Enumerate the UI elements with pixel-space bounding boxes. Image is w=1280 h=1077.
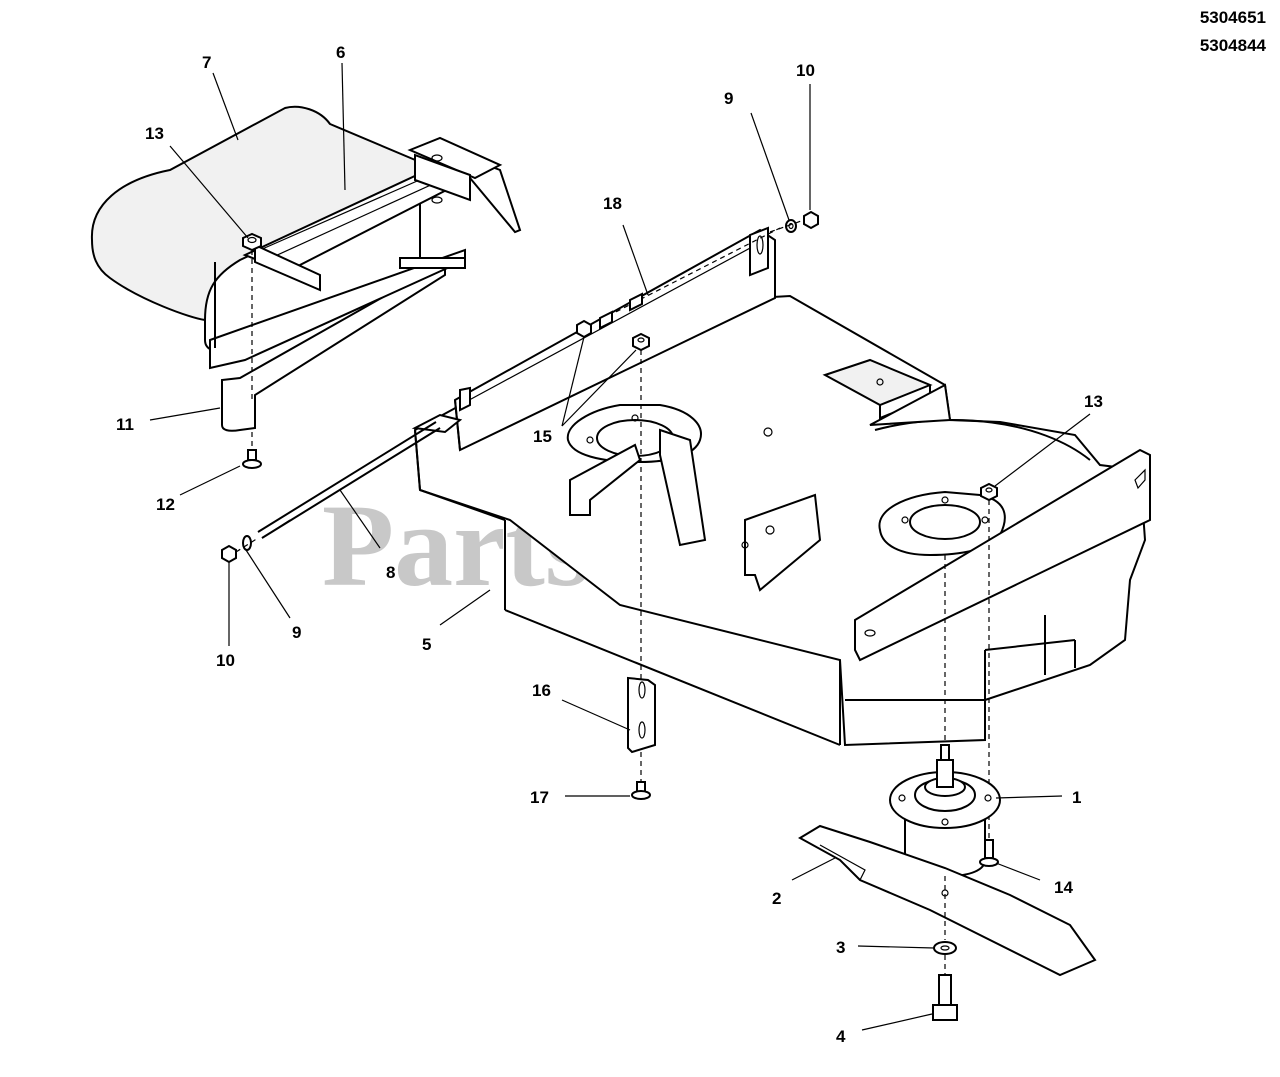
callout-18: 18 xyxy=(603,194,622,213)
discharge-chute-7[interactable] xyxy=(90,105,421,322)
screw-12[interactable] xyxy=(242,449,262,469)
callout-13-left: 13 xyxy=(145,124,164,143)
callout-1: 1 xyxy=(1072,788,1081,807)
chute-bracket-11[interactable] xyxy=(221,260,446,432)
callout-9-bottom: 9 xyxy=(292,623,301,642)
callout-7: 7 xyxy=(202,53,211,72)
nut-13-right[interactable] xyxy=(980,482,998,502)
nut-10-right[interactable] xyxy=(803,210,819,230)
mounting-bracket-18[interactable] xyxy=(411,226,781,452)
blade-washer-3[interactable] xyxy=(933,941,957,955)
screw-17[interactable] xyxy=(631,781,651,800)
nut-15-b[interactable] xyxy=(632,332,650,352)
blade-2[interactable] xyxy=(797,824,1097,977)
callout-10-top: 10 xyxy=(796,61,815,80)
nut-15-a[interactable] xyxy=(576,319,592,339)
callout-3: 3 xyxy=(836,938,845,957)
leader-lines xyxy=(149,62,1091,1031)
screw-14[interactable] xyxy=(979,839,999,867)
callout-15: 15 xyxy=(533,427,552,446)
nut-10-left[interactable] xyxy=(221,544,237,564)
callout-16: 16 xyxy=(532,681,551,700)
callout-13-right: 13 xyxy=(1084,392,1103,411)
discharge-chute-group xyxy=(90,105,522,469)
callout-9-top: 9 xyxy=(724,89,733,108)
callout-2: 2 xyxy=(772,889,781,908)
part-number-2: 5304844 xyxy=(1199,36,1266,55)
callout-8: 8 xyxy=(386,563,395,582)
part-number-1: 5304651 xyxy=(1199,8,1266,27)
callout-14: 14 xyxy=(1054,878,1073,897)
callout-4: 4 xyxy=(836,1027,846,1046)
callout-6: 6 xyxy=(336,43,345,62)
blade-bolt-4[interactable] xyxy=(932,974,958,1021)
callout-11: 11 xyxy=(116,415,134,434)
callout-10-bottom: 10 xyxy=(216,651,235,670)
washer-9-left[interactable] xyxy=(242,535,252,551)
adjustment-rod-8[interactable] xyxy=(257,421,441,539)
nut-13-left[interactable] xyxy=(242,232,262,252)
callout-17: 17 xyxy=(530,788,549,807)
callout-5: 5 xyxy=(422,635,431,654)
support-bracket-16[interactable] xyxy=(627,676,656,754)
washer-9-right[interactable] xyxy=(785,219,797,233)
callout-12: 12 xyxy=(156,495,175,514)
deck-housing-5[interactable] xyxy=(413,294,1151,747)
